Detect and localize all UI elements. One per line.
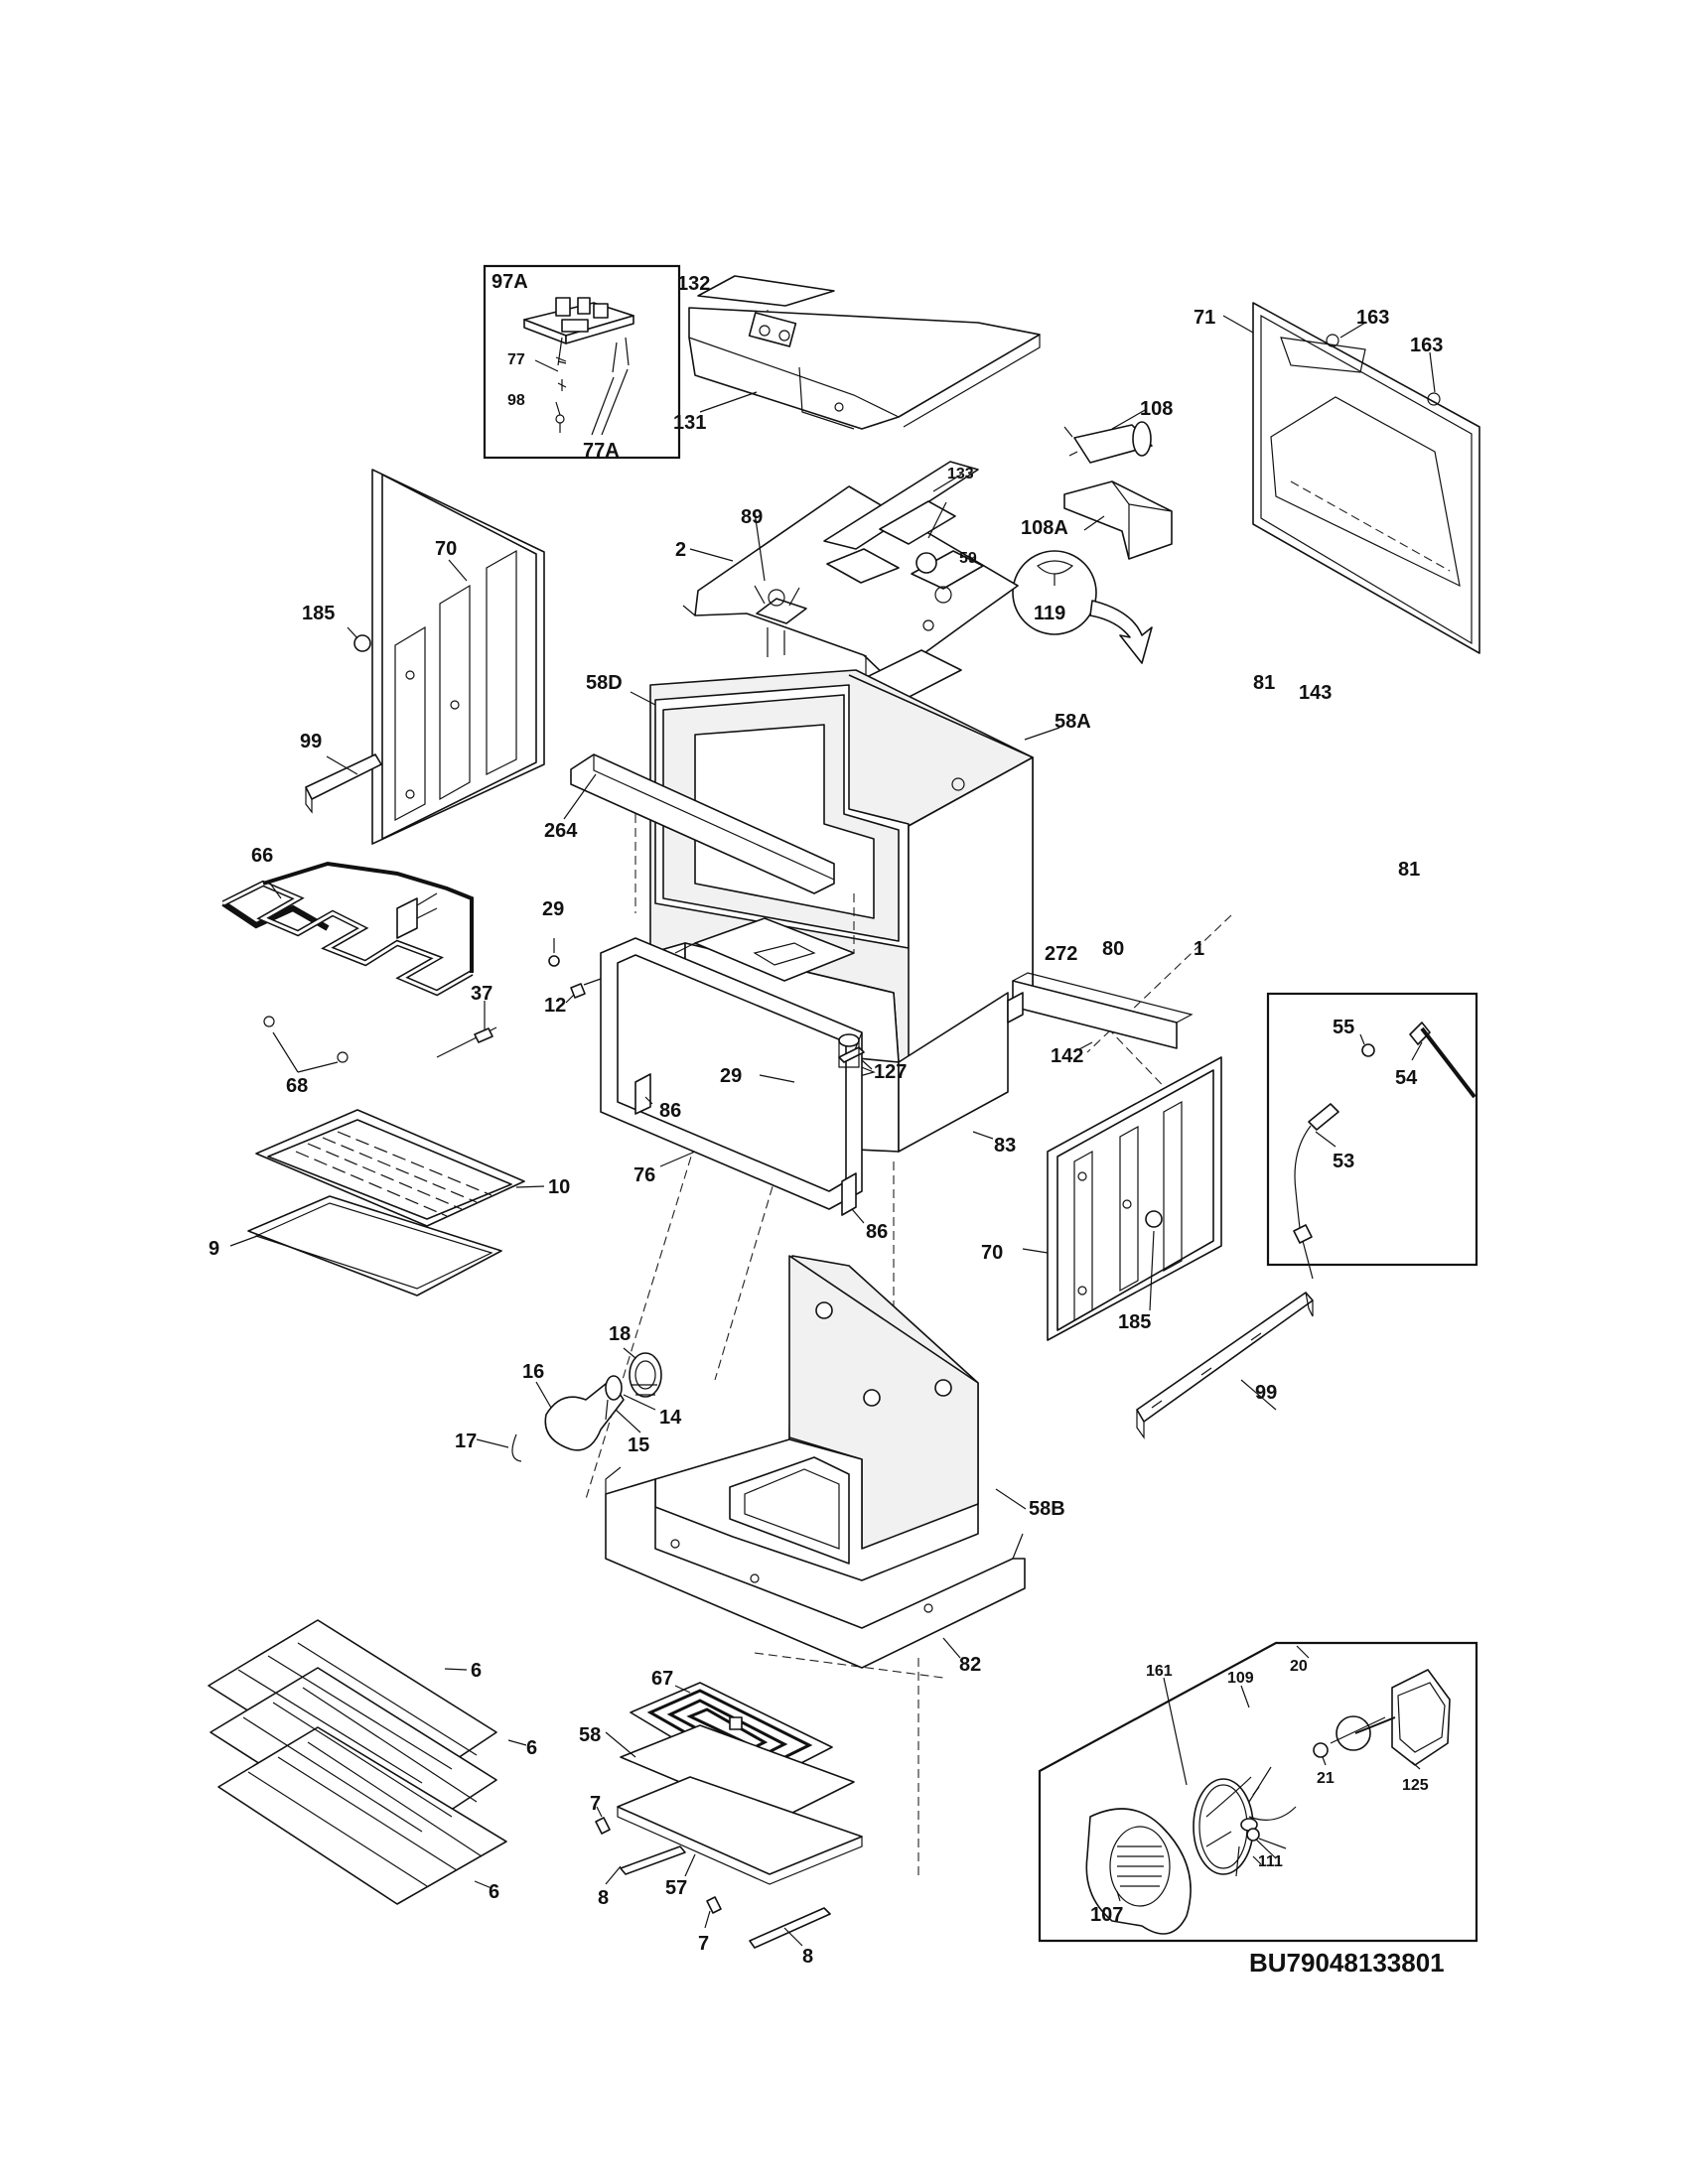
broil-element: [221, 861, 474, 1073]
callout-12: 12: [544, 995, 566, 1017]
callout-7-left: 7: [590, 1793, 601, 1815]
callout-163-b: 163: [1410, 335, 1443, 356]
callout-8-right: 8: [802, 1946, 813, 1968]
callout-185-right: 185: [1118, 1311, 1151, 1333]
left-side-panel: [305, 469, 545, 845]
callout-86-bottom: 86: [866, 1221, 888, 1243]
callout-272: 272: [1045, 943, 1077, 965]
assembly-lines: [585, 914, 1232, 1876]
callout-161: 161: [1146, 1663, 1173, 1680]
callout-17: 17: [455, 1431, 477, 1452]
callout-58A: 58A: [1055, 711, 1091, 733]
callout-125: 125: [1402, 1777, 1429, 1794]
callout-68: 68: [286, 1075, 308, 1097]
callout-97A: 97A: [492, 271, 528, 293]
callout-6-middle: 6: [526, 1737, 537, 1759]
callout-86-top: 86: [659, 1100, 681, 1122]
callout-163-a: 163: [1356, 307, 1389, 329]
callout-9: 9: [209, 1238, 219, 1260]
callout-58: 58: [579, 1724, 601, 1746]
callout-83: 83: [994, 1135, 1016, 1157]
callout-80: 80: [1102, 938, 1124, 960]
callout-2: 2: [675, 539, 686, 561]
callout-6-bottom: 6: [489, 1881, 499, 1903]
cooling-fan-assembly: [1063, 408, 1173, 560]
diagram-code: BU79048133801: [1249, 1948, 1445, 1978]
callout-77: 77: [507, 351, 525, 368]
convection-fan-inset: [1038, 1641, 1478, 1943]
callout-54: 54: [1395, 1067, 1418, 1089]
bottom-insulation-base: [605, 1255, 1027, 1669]
callout-70-right: 70: [981, 1242, 1003, 1264]
callout-98: 98: [507, 392, 525, 409]
control-board-inset: [483, 264, 681, 460]
callout-67: 67: [651, 1668, 673, 1690]
callout-264: 264: [544, 820, 578, 842]
broil-pan: [229, 1109, 545, 1297]
callout-132: 132: [677, 273, 710, 295]
callout-8-left: 8: [598, 1887, 609, 1909]
top-cover-assembly: [688, 275, 1041, 430]
oven-light-assembly: [476, 1347, 662, 1462]
callout-71: 71: [1194, 307, 1215, 329]
callout-77A: 77A: [583, 440, 620, 462]
callout-53: 53: [1333, 1151, 1354, 1172]
callout-111: 111: [1258, 1853, 1283, 1870]
callout-18: 18: [609, 1323, 631, 1345]
callout-58D: 58D: [586, 672, 623, 694]
callout-131: 131: [673, 412, 706, 434]
callout-66: 66: [251, 845, 273, 867]
callout-143: 143: [1299, 682, 1332, 704]
callout-127: 127: [874, 1061, 907, 1083]
callout-59: 59: [959, 550, 977, 567]
right-side-panel: [1022, 1056, 1314, 1439]
callout-119: 119: [1034, 603, 1065, 624]
front-frame: [600, 937, 1194, 1224]
callout-7-right: 7: [698, 1933, 709, 1955]
callout-82: 82: [959, 1654, 981, 1676]
callout-57: 57: [665, 1877, 687, 1899]
callout-142: 142: [1051, 1045, 1083, 1067]
callout-29-top: 29: [542, 898, 564, 920]
small-fasteners: [436, 938, 602, 1058]
callout-14: 14: [659, 1407, 682, 1429]
callout-99-right: 99: [1255, 1382, 1277, 1404]
callout-81-top: 81: [1253, 672, 1275, 694]
callout-labels: 97A 77 98 77A 132 131 133 163 163 71 108…: [209, 271, 1445, 1978]
callout-10: 10: [548, 1176, 570, 1198]
callout-185-left: 185: [302, 603, 335, 624]
callout-20: 20: [1290, 1658, 1308, 1675]
callout-21: 21: [1317, 1770, 1335, 1787]
callout-108: 108: [1140, 398, 1173, 420]
sensor-inset: [1266, 992, 1478, 1280]
callout-81-bottom: 81: [1398, 859, 1420, 881]
callout-15: 15: [628, 1434, 649, 1456]
callout-58B: 58B: [1029, 1498, 1065, 1520]
callout-76: 76: [633, 1164, 655, 1186]
callout-6-top: 6: [471, 1660, 482, 1682]
thermal-fuse-callout: [1012, 550, 1153, 664]
callout-108A: 108A: [1021, 517, 1068, 539]
callout-133: 133: [947, 466, 974, 482]
callout-37: 37: [471, 983, 492, 1005]
back-panel: [1222, 302, 1480, 654]
callout-29-bottom: 29: [720, 1065, 742, 1087]
oven-racks: [208, 1619, 527, 1905]
callout-99-left: 99: [300, 731, 322, 752]
callout-109: 109: [1227, 1670, 1254, 1687]
callout-107: 107: [1090, 1904, 1123, 1926]
callout-70-left: 70: [435, 538, 457, 560]
callout-16: 16: [522, 1361, 544, 1383]
callout-1: 1: [1194, 938, 1204, 960]
bake-element-assembly: [595, 1682, 863, 1949]
callout-55: 55: [1333, 1017, 1354, 1038]
callout-89: 89: [741, 506, 763, 528]
